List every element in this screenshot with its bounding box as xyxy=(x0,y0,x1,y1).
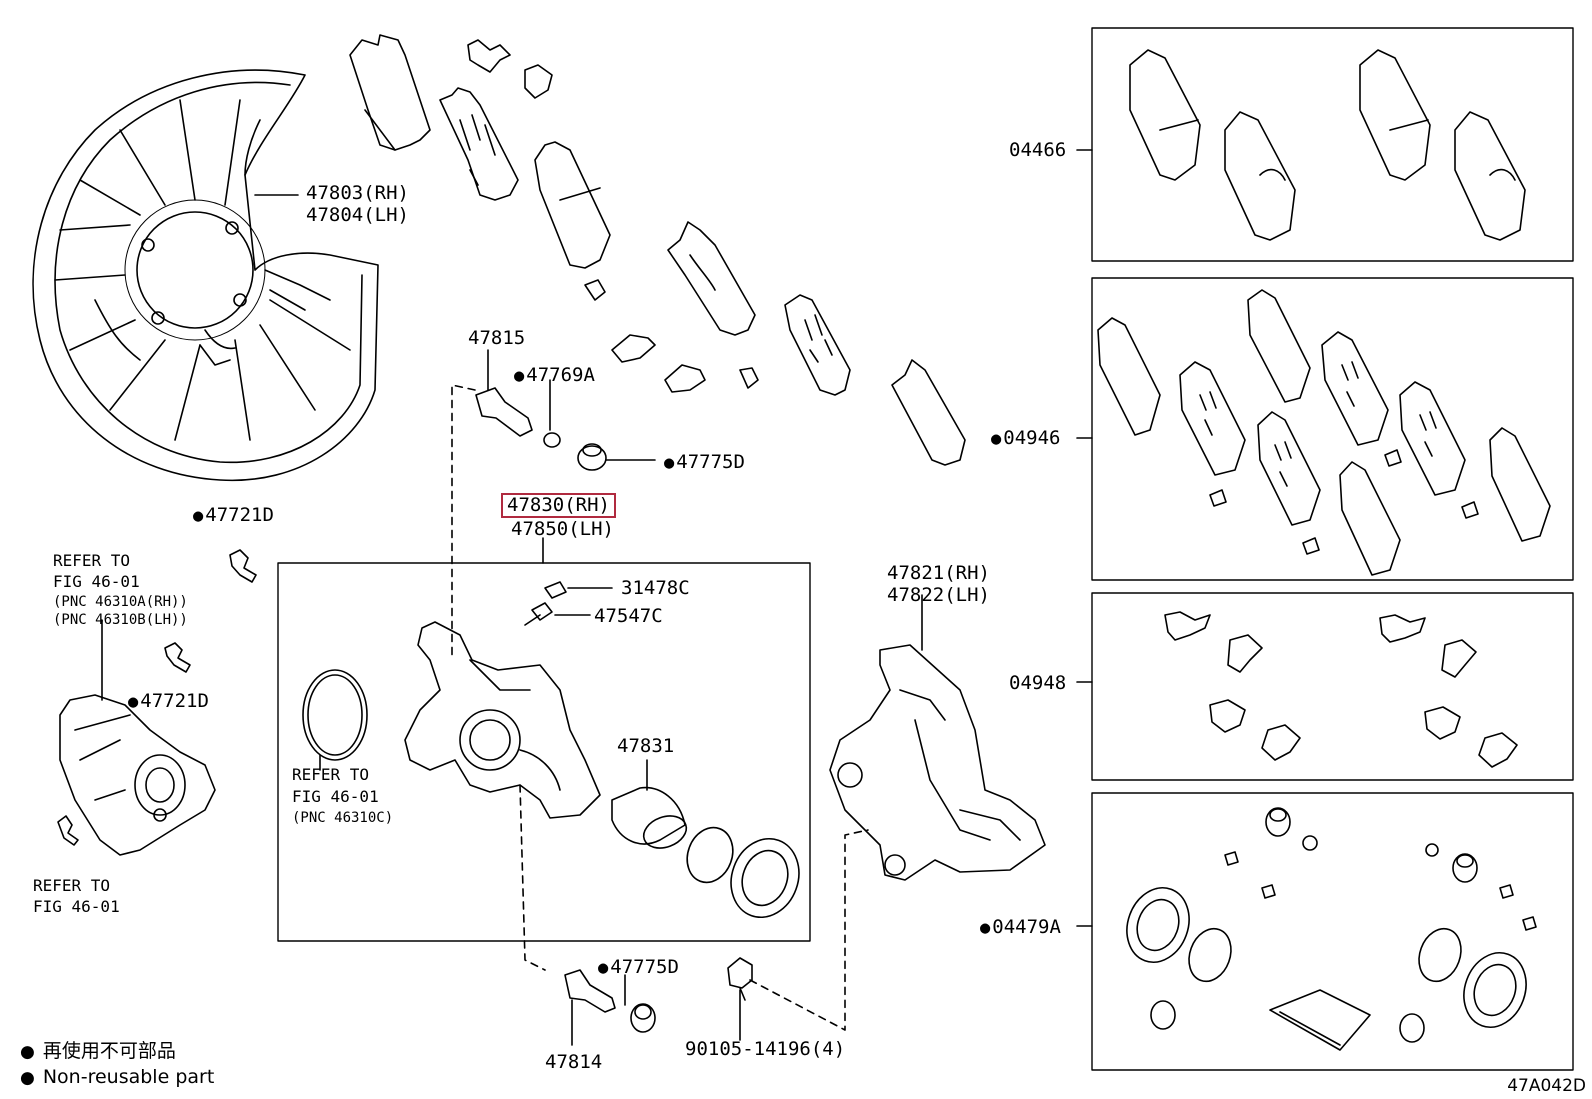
refer-note-actuator-line2[interactable]: FIG 46-01 xyxy=(53,572,140,591)
kit-04466-pads-drawing xyxy=(1129,49,1526,241)
part-label-04466[interactable]: 04466 xyxy=(1009,139,1067,161)
brake-pads-drawing xyxy=(349,34,966,466)
piston-seal-ring xyxy=(302,669,368,761)
parking-actuator-drawing xyxy=(59,694,216,856)
refer-note-actuator-line3: (PNC 46310A(RH)) xyxy=(53,594,188,610)
part-label-47547C[interactable]: 47547C xyxy=(594,605,663,627)
caliper-assembly-box xyxy=(277,562,811,942)
refer-note-seal-line2[interactable]: FIG 46-01 xyxy=(292,787,379,806)
part-label-47821[interactable]: 47821(RH) xyxy=(887,562,990,584)
part-label-47803[interactable]: 47803(RH) xyxy=(306,182,409,204)
part-label-47814[interactable]: 47814 xyxy=(545,1051,603,1073)
kit-box-04466 xyxy=(1091,27,1574,262)
refer-note-actuator-line1: REFER TO xyxy=(53,551,131,570)
dashed-guide-left xyxy=(451,384,476,656)
part-label-47822[interactable]: 47822(LH) xyxy=(887,584,990,606)
dashed-guide-mid xyxy=(519,784,546,971)
part-label-47769A[interactable]: 47769A xyxy=(514,365,595,387)
part-label-47721D-2[interactable]: 47721D xyxy=(128,691,209,713)
caliper-bolt-bottom-drawing xyxy=(564,969,656,1033)
part-label-31478C[interactable]: 31478C xyxy=(621,577,690,599)
kit-box-04946 xyxy=(1091,277,1574,581)
legend-en-text: Non-reusable part xyxy=(42,1066,215,1088)
refer-note-seal-line3: (PNC 46310C) xyxy=(292,810,394,826)
part-label-47721D-1[interactable]: 47721D xyxy=(193,505,274,527)
kit-04948-clips-drawing xyxy=(1164,611,1518,768)
refer-note-seal-line1: REFER TO xyxy=(292,765,370,784)
kit-04479A-seals-drawing xyxy=(1126,807,1537,1051)
part-label-90105-14196[interactable]: 90105-14196(4) xyxy=(685,1038,846,1060)
kit-04946-pads-drawing xyxy=(1097,289,1551,576)
grommet-drawing xyxy=(57,815,79,846)
part-label-47804[interactable]: 47804(LH) xyxy=(306,204,409,226)
mount-bolt-drawing xyxy=(727,957,753,1001)
part-label-47775D-bottom[interactable]: 47775D xyxy=(598,957,679,979)
kit-box-04948 xyxy=(1091,592,1574,781)
part-label-04948[interactable]: 04948 xyxy=(1009,672,1067,694)
legend-english: ● Non-reusable part xyxy=(20,1066,214,1089)
part-label-47850[interactable]: 47850(LH) xyxy=(511,518,614,540)
legend-bullet-icon: ● xyxy=(20,1042,35,1062)
refer-note-grommet-line1: REFER TO xyxy=(33,876,111,895)
piston-drawing xyxy=(611,786,800,919)
legend-bullet-icon: ● xyxy=(20,1068,35,1088)
kit-box-04479A xyxy=(1091,792,1574,1071)
bolt-47721D-2 xyxy=(164,642,191,673)
mounting-bracket-drawing xyxy=(829,644,1046,881)
figure-code: 47A042D xyxy=(1507,1076,1586,1096)
part-label-04479A[interactable]: 04479A xyxy=(980,917,1061,939)
part-label-04946[interactable]: 04946 xyxy=(991,428,1060,450)
legend-japanese: ● 再使用不可部品 xyxy=(20,1040,176,1063)
legend-jp-text: 再使用不可部品 xyxy=(42,1040,176,1062)
caliper-body-drawing xyxy=(404,581,601,819)
part-label-47775D-top[interactable]: 47775D xyxy=(664,452,745,474)
refer-note-actuator-line4: (PNC 46310B(LH)) xyxy=(53,612,188,628)
refer-note-grommet-line2[interactable]: FIG 46-01 xyxy=(33,897,120,916)
bolt-47721D-1 xyxy=(229,549,257,583)
part-label-47830-highlighted[interactable]: 47830(RH) xyxy=(501,493,616,518)
piston-seal-ring-inner xyxy=(307,674,363,756)
pad-clips-drawing xyxy=(467,39,759,393)
dust-shield-drawing xyxy=(32,69,379,482)
part-label-47831[interactable]: 47831 xyxy=(617,735,675,757)
dashed-guide-right xyxy=(749,829,869,1031)
part-label-47815[interactable]: 47815 xyxy=(468,327,526,349)
caliper-bolt-top-drawing xyxy=(475,387,607,471)
